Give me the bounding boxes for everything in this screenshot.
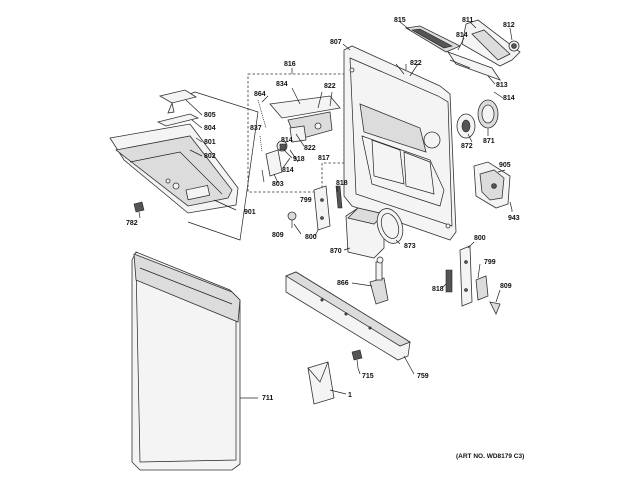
label-814-top: 814	[456, 32, 468, 39]
label-864: 864	[254, 91, 266, 98]
label-866: 866	[337, 280, 349, 287]
bottom-trim-group	[285, 271, 411, 405]
label-815: 815	[394, 17, 406, 24]
label-818-right: 818	[432, 286, 444, 293]
label-805: 805	[204, 112, 216, 119]
label-822-latch: 822	[324, 83, 336, 90]
inner-door	[343, 45, 457, 241]
label-818-center: 818	[336, 180, 348, 187]
label-870: 870	[330, 248, 342, 255]
label-799-center: 799	[300, 197, 312, 204]
label-803: 803	[272, 181, 284, 188]
label-814-latch: 814	[281, 137, 293, 144]
label-800-center: 800	[305, 234, 317, 241]
label-817: 817	[318, 155, 330, 162]
label-905: 905	[499, 162, 511, 169]
latch-assembly-group	[247, 73, 345, 193]
dispenser	[473, 161, 513, 211]
label-812: 812	[503, 22, 515, 29]
label-801: 801	[204, 139, 216, 146]
leader-lines	[185, 21, 513, 399]
label-822-top: 822	[410, 60, 422, 67]
label-816: 816	[284, 61, 296, 68]
label-872: 872	[461, 143, 473, 150]
label-814-right: 814	[503, 95, 515, 102]
label-834: 834	[276, 81, 288, 88]
label-800-right: 800	[474, 235, 486, 242]
label-715: 715	[362, 373, 374, 380]
art-number: (ART NO. WD8179 C3)	[456, 453, 524, 460]
label-802: 802	[204, 153, 216, 160]
label-809-right: 809	[500, 283, 512, 290]
outer-door-panel	[131, 251, 241, 471]
control-panel-group	[109, 89, 259, 241]
label-814-lower: 814	[282, 167, 294, 174]
label-813: 813	[496, 82, 508, 89]
label-804: 804	[204, 125, 216, 132]
label-782: 782	[126, 220, 138, 227]
part-labels: 815 811 812 807 814 816 822 813 814 834 …	[126, 17, 524, 460]
label-799-right: 799	[484, 259, 496, 266]
label-711: 711	[262, 395, 273, 402]
label-837: 837	[250, 125, 262, 132]
dispenser-ring-group	[456, 99, 499, 139]
label-1: 1	[348, 392, 352, 399]
label-873: 873	[404, 243, 416, 250]
label-822-latch-lower: 822	[304, 145, 316, 152]
label-901: 901	[244, 209, 256, 216]
right-hinge-group	[445, 245, 501, 315]
label-807: 807	[330, 39, 342, 46]
label-809-center: 809	[272, 232, 284, 239]
label-759: 759	[417, 373, 429, 380]
hinge-cup-group	[287, 185, 404, 305]
label-811: 811	[462, 17, 473, 24]
label-943: 943	[508, 215, 520, 222]
label-918: 918	[293, 156, 305, 163]
label-871: 871	[483, 138, 495, 145]
